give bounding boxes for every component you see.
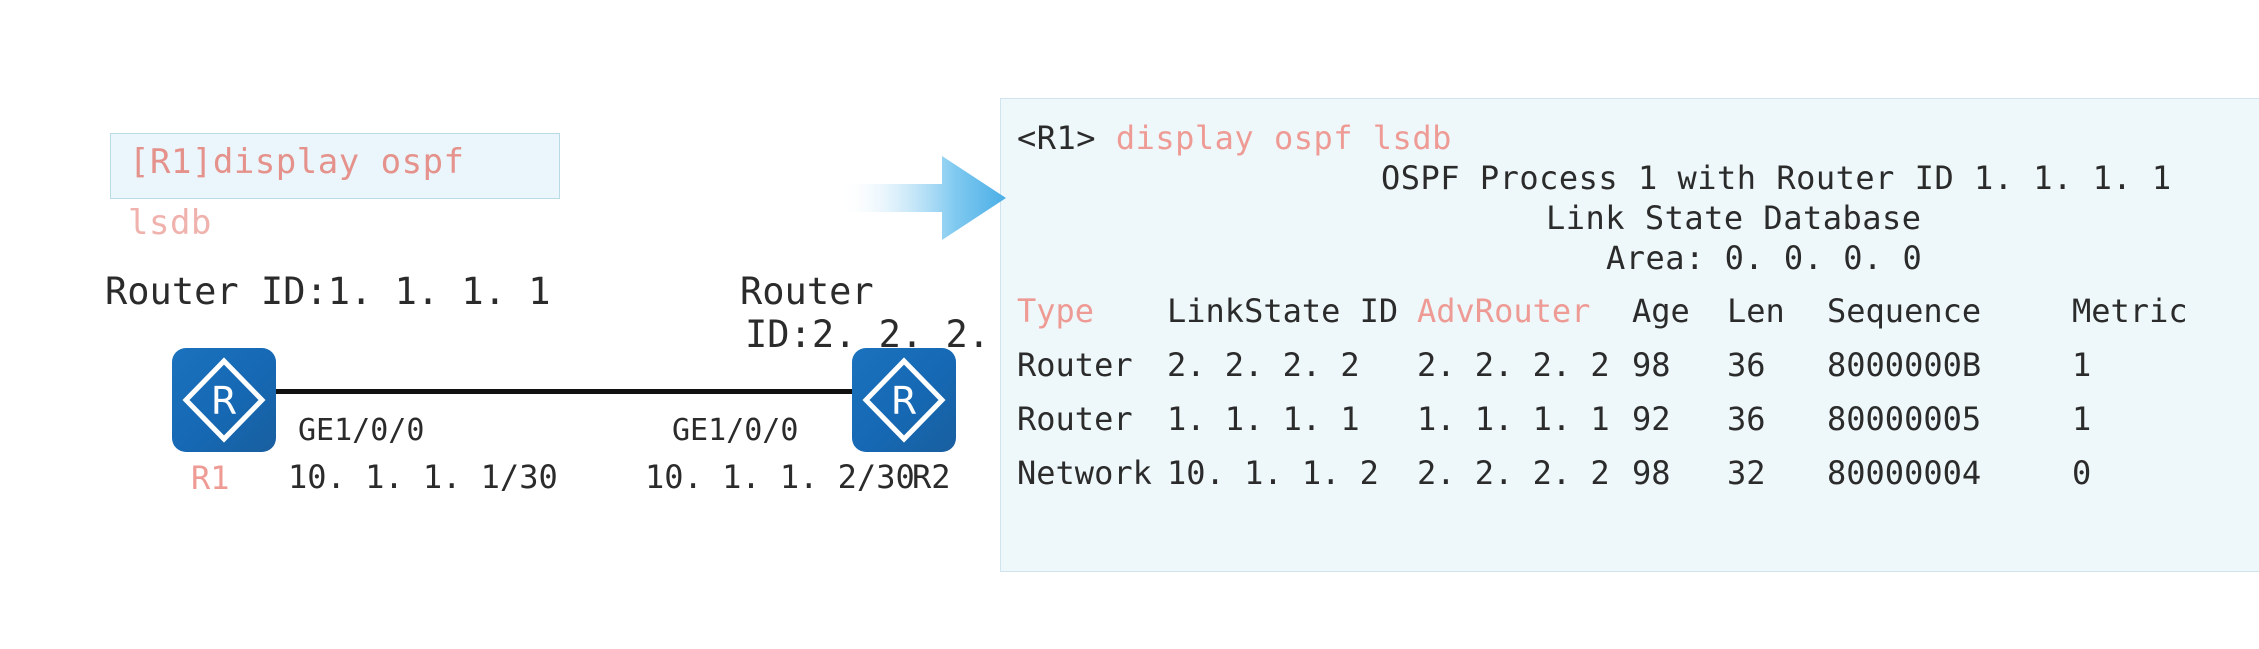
table-row: Router 2. 2. 2. 2 2. 2. 2. 2 98 36 80000… — [1017, 338, 2232, 392]
cell-age: 92 — [1632, 400, 1671, 438]
table-header-row: Type LinkState ID AdvRouter Age Len Sequ… — [1017, 284, 2232, 338]
cell-sequence: 80000005 — [1827, 400, 1982, 438]
cell-linkstate-id: 1. 1. 1. 1 — [1167, 400, 1360, 438]
network-link-line — [270, 389, 860, 394]
cell-advrouter: 2. 2. 2. 2 — [1417, 346, 1610, 384]
command-text-line1: [R1]display ospf — [129, 142, 465, 182]
left-interface-label: GE1/0/0 — [298, 413, 425, 448]
right-interface-label: GE1/0/0 — [672, 413, 799, 448]
cell-advrouter: 1. 1. 1. 1 — [1417, 400, 1610, 438]
svg-text:R: R — [211, 379, 237, 423]
right-ip-label: 10. 1. 1. 2/30 — [645, 458, 915, 496]
column-header-type: Type — [1017, 292, 1095, 330]
cell-metric: 1 — [2072, 400, 2092, 438]
left-router-name-label: R1 — [191, 459, 230, 497]
cell-advrouter: 2. 2. 2. 2 — [1417, 454, 1610, 492]
column-header-age: Age — [1632, 292, 1690, 330]
router-icon-r1[interactable]: R — [172, 348, 276, 452]
column-header-sequence: Sequence — [1827, 292, 1982, 330]
right-router-id-label-line1: Router — [740, 270, 874, 313]
lsdb-table: Type LinkState ID AdvRouter Age Len Sequ… — [1017, 284, 2232, 500]
column-header-metric: Metric — [2072, 292, 2188, 330]
cell-linkstate-id: 10. 1. 1. 2 — [1167, 454, 1379, 492]
cell-linkstate-id: 2. 2. 2. 2 — [1167, 346, 1360, 384]
terminal-output-panel: <R1> display ospf lsdb OSPF Process 1 wi… — [1000, 98, 2259, 572]
ospf-process-line: OSPF Process 1 with Router ID 1. 1. 1. 1 — [1381, 159, 2172, 197]
svg-text:R: R — [891, 379, 917, 423]
command-text-line2: lsdb — [128, 203, 212, 243]
cell-age: 98 — [1632, 454, 1671, 492]
right-router-name-label: R2 — [912, 458, 951, 496]
cell-age: 98 — [1632, 346, 1671, 384]
cell-type: Network — [1017, 454, 1152, 492]
cell-len: 36 — [1727, 400, 1766, 438]
link-state-database-line: Link State Database — [1546, 199, 1922, 237]
cell-metric: 1 — [2072, 346, 2092, 384]
right-arrow-icon — [838, 156, 1006, 240]
terminal-prompt-line: <R1> display ospf lsdb — [1017, 119, 1452, 157]
cell-metric: 0 — [2072, 454, 2092, 492]
cell-type: Router — [1017, 400, 1133, 438]
column-header-advrouter: AdvRouter — [1417, 292, 1591, 330]
column-header-len: Len — [1727, 292, 1785, 330]
left-ip-label: 10. 1. 1. 1/30 — [288, 458, 558, 496]
router-icon-r2[interactable]: R — [852, 348, 956, 452]
cell-sequence: 80000004 — [1827, 454, 1982, 492]
terminal-prompt-separator — [1096, 119, 1116, 157]
cell-type: Router — [1017, 346, 1133, 384]
router-icon: R — [182, 357, 266, 443]
cell-sequence: 8000000B — [1827, 346, 1982, 384]
terminal-prompt-host: <R1> — [1017, 119, 1097, 157]
terminal-prompt-command: display ospf lsdb — [1115, 119, 1452, 157]
left-router-id-label: Router ID:1. 1. 1. 1 — [105, 270, 551, 313]
cell-len: 32 — [1727, 454, 1766, 492]
command-callout-box: [R1]display ospf — [110, 133, 560, 199]
cell-len: 36 — [1727, 346, 1766, 384]
area-line: Area: 0. 0. 0. 0 — [1606, 239, 1923, 277]
column-header-linkstate-id: LinkState ID — [1167, 292, 1399, 330]
table-row: Router 1. 1. 1. 1 1. 1. 1. 1 92 36 80000… — [1017, 392, 2232, 446]
table-row: Network 10. 1. 1. 2 2. 2. 2. 2 98 32 800… — [1017, 446, 2232, 500]
router-icon: R — [862, 357, 946, 443]
